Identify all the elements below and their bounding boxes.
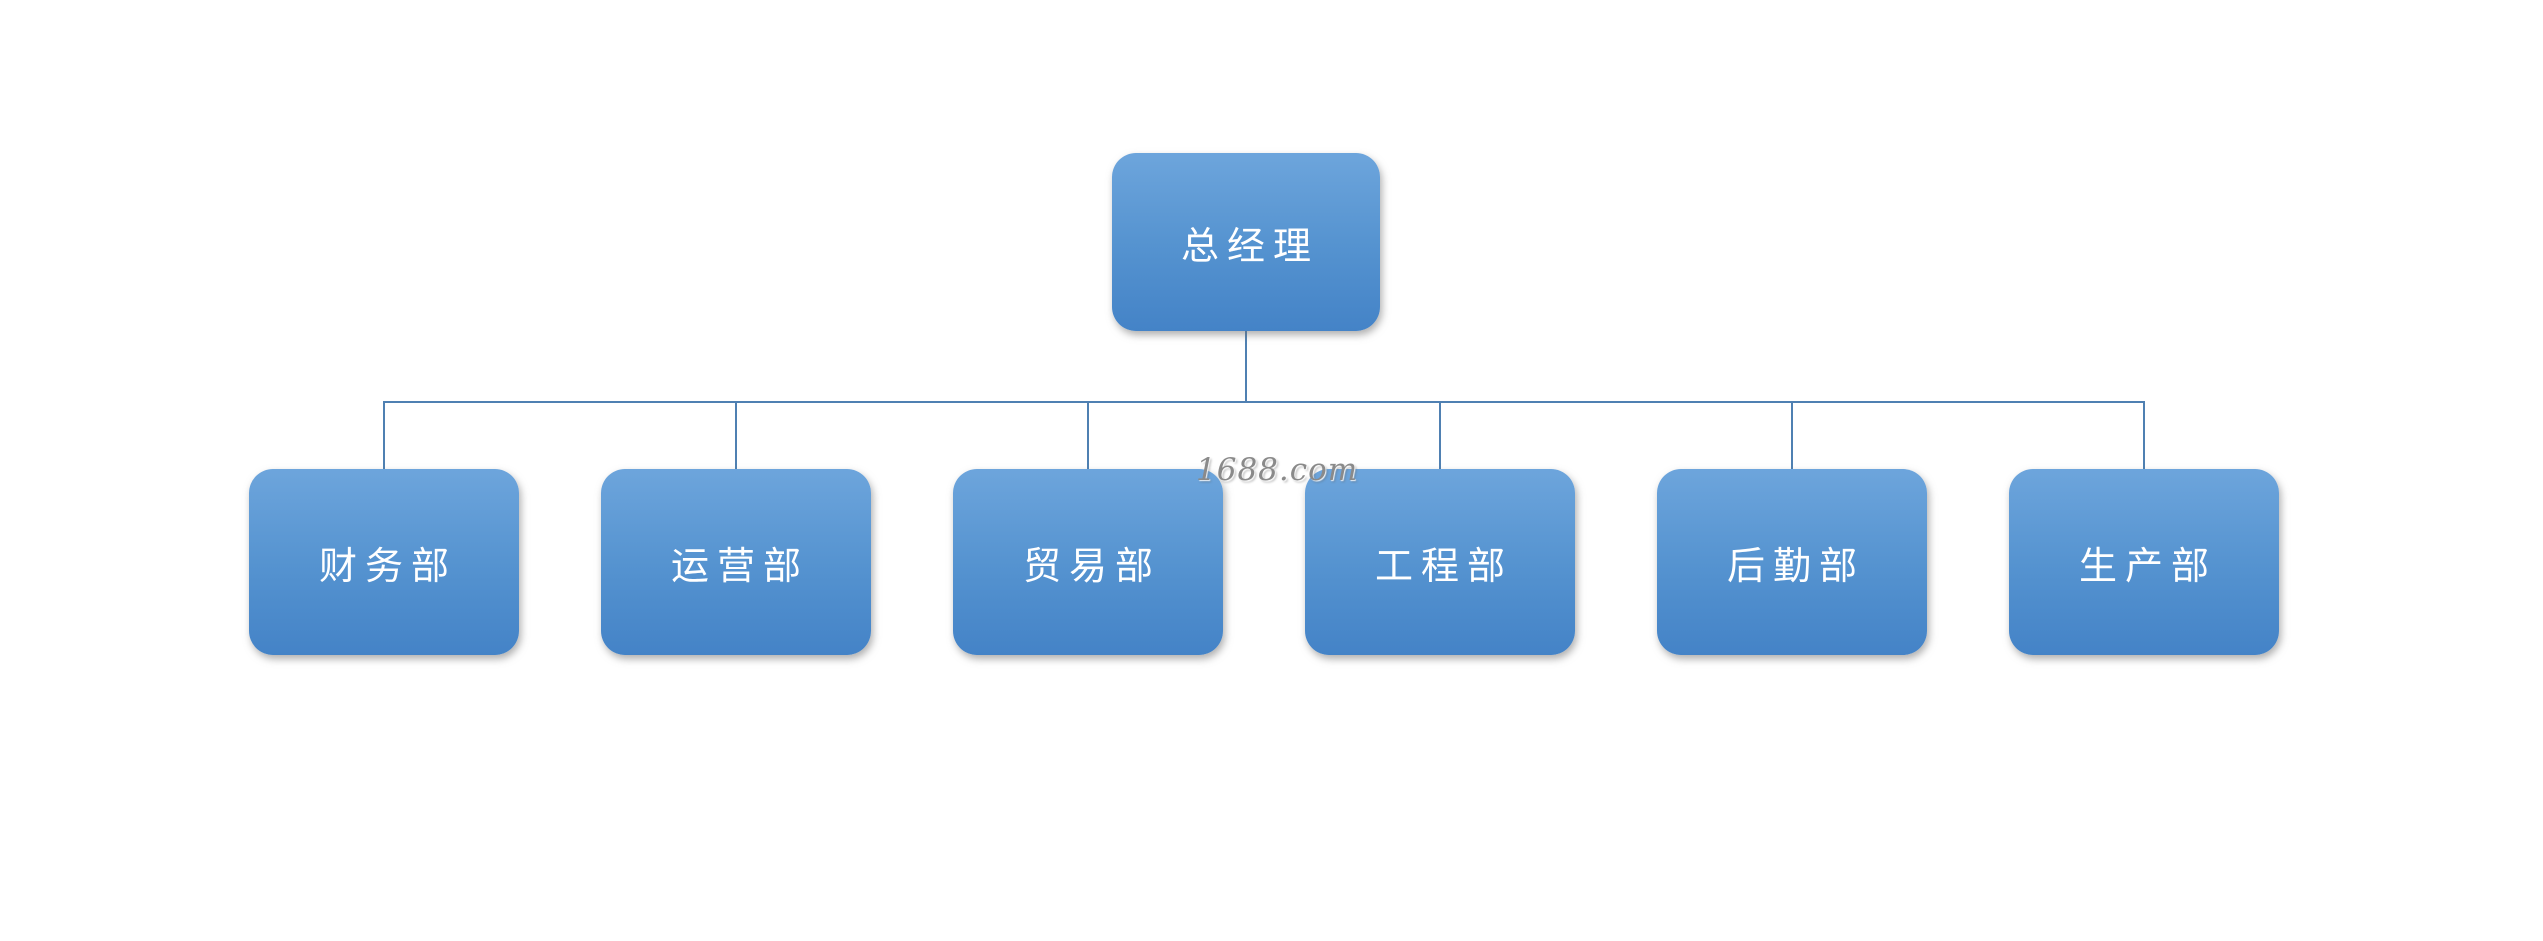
node-engineering-dept[interactable]: 工程部 [1305,469,1575,655]
node-label: 总经理 [1180,225,1319,268]
node-operations-dept[interactable]: 运营部 [601,469,871,655]
node-logistics-dept[interactable]: 后勤部 [1657,469,1927,655]
node-label: 工程部 [1374,545,1513,588]
node-label: 后勤部 [1726,545,1865,588]
node-label: 运营部 [670,545,809,588]
node-label: 生产部 [2078,545,2217,588]
node-production-dept[interactable]: 生产部 [2009,469,2279,655]
node-label: 贸易部 [1022,545,1161,588]
node-finance-dept[interactable]: 财务部 [249,469,519,655]
node-label: 财务部 [318,545,457,588]
node-trade-dept[interactable]: 贸易部 [953,469,1223,655]
node-general-manager[interactable]: 总经理 [1112,153,1380,331]
